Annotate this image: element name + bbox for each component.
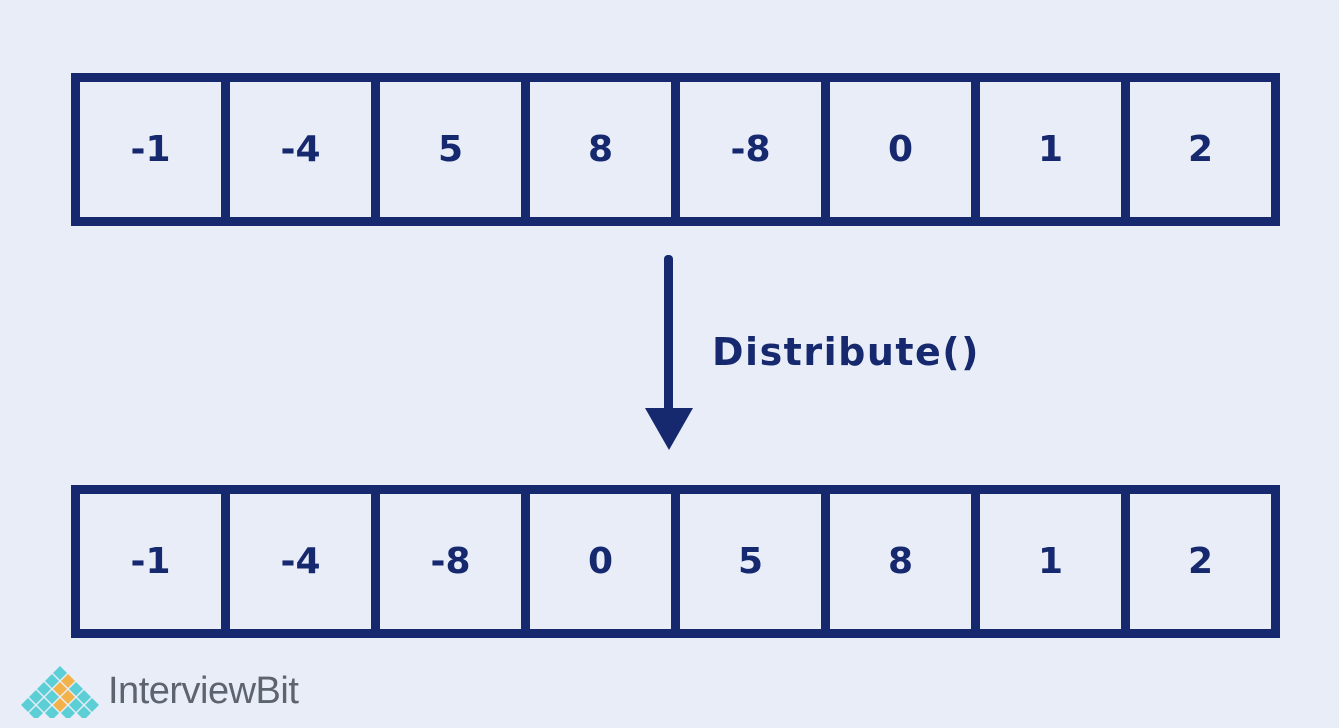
input-array-cell: -1 xyxy=(130,129,171,170)
input-array-cell: -8 xyxy=(671,82,821,217)
output-array-cell: 5 xyxy=(671,494,821,629)
down-arrow-icon xyxy=(645,408,693,450)
output-array-cell: -1 xyxy=(130,541,171,582)
output-array-cell: -8 xyxy=(371,494,521,629)
output-array-cell: 8 xyxy=(821,494,971,629)
operation-label: Distribute() xyxy=(712,330,981,374)
input-array-cell: 2 xyxy=(1121,82,1271,217)
logo-diamond-icon xyxy=(21,666,99,718)
input-array-cell: 8 xyxy=(521,82,671,217)
down-arrow-shaft xyxy=(664,255,673,415)
output-array-cell: 1 xyxy=(971,494,1121,629)
output-array: -1 -4 -8 0 5 8 1 2 xyxy=(71,485,1280,638)
input-array: -1 -4 5 8 -8 0 1 2 xyxy=(71,73,1280,226)
input-array-cell: 5 xyxy=(371,82,521,217)
input-array-cell: -4 xyxy=(221,82,371,217)
brand-name: InterviewBit xyxy=(108,669,299,712)
input-array-cell: 0 xyxy=(821,82,971,217)
output-array-cell: -4 xyxy=(221,494,371,629)
interviewbit-logo: InterviewBit xyxy=(18,664,299,718)
input-array-cell: 1 xyxy=(971,82,1121,217)
output-array-cell: 2 xyxy=(1121,494,1271,629)
output-array-cell: 0 xyxy=(521,494,671,629)
